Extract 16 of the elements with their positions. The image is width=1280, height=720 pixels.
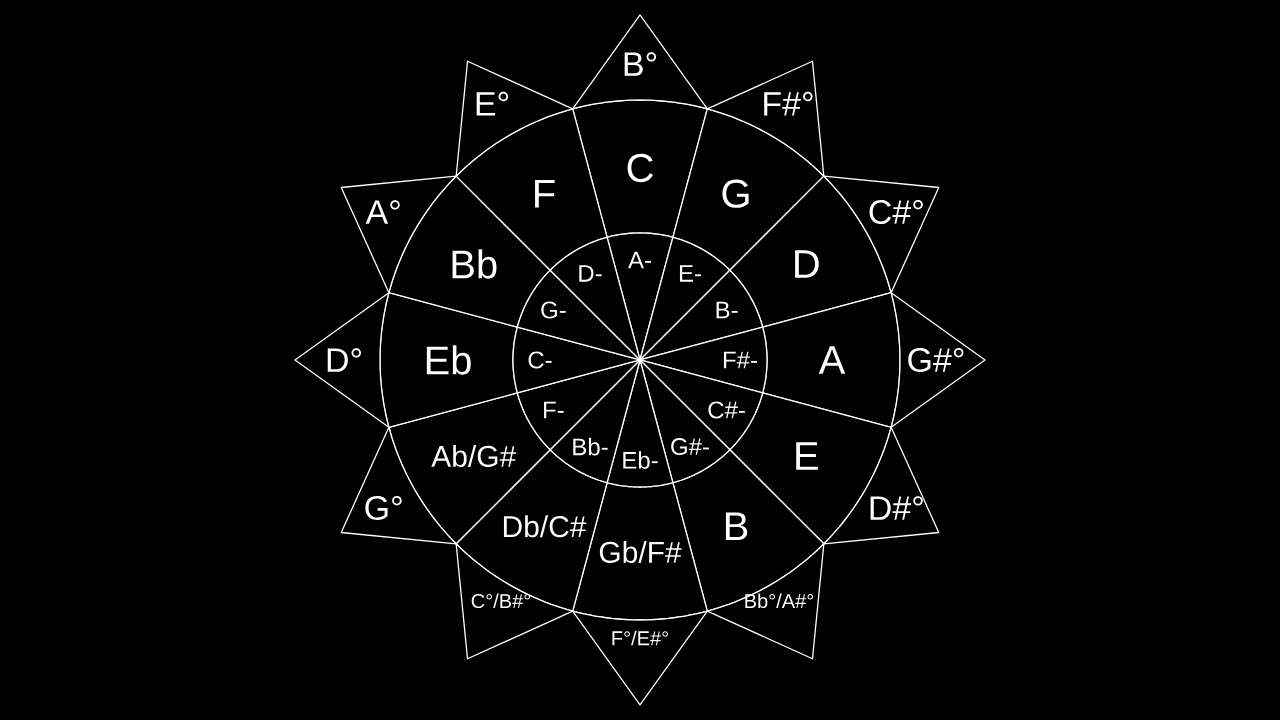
diminished-chord-triangle: F#° <box>706 60 825 177</box>
diminished-chord-triangle: G#° <box>890 292 986 428</box>
diminished-chord-triangle: F°/E#° <box>572 610 708 706</box>
minor-key-segment: F#- <box>639 326 768 394</box>
minor-key-segment: A- <box>606 232 674 361</box>
diminished-chord-triangle: B° <box>572 14 708 110</box>
major-key-segment: A <box>762 292 901 428</box>
diminished-chord-triangle: Bb°/A#° <box>706 543 825 660</box>
minor-key-segment: C- <box>512 326 641 394</box>
major-key-segment: Eb <box>379 292 518 428</box>
diminished-chord-triangle: E° <box>455 60 574 177</box>
major-key-segment: C <box>572 99 708 238</box>
diminished-chord-triangle: D° <box>294 292 390 428</box>
diminished-chord-triangle: C#° <box>823 175 940 294</box>
diminished-chord-triangle: D#° <box>823 426 940 545</box>
diminished-chord-triangle: C°/B#° <box>455 543 574 660</box>
